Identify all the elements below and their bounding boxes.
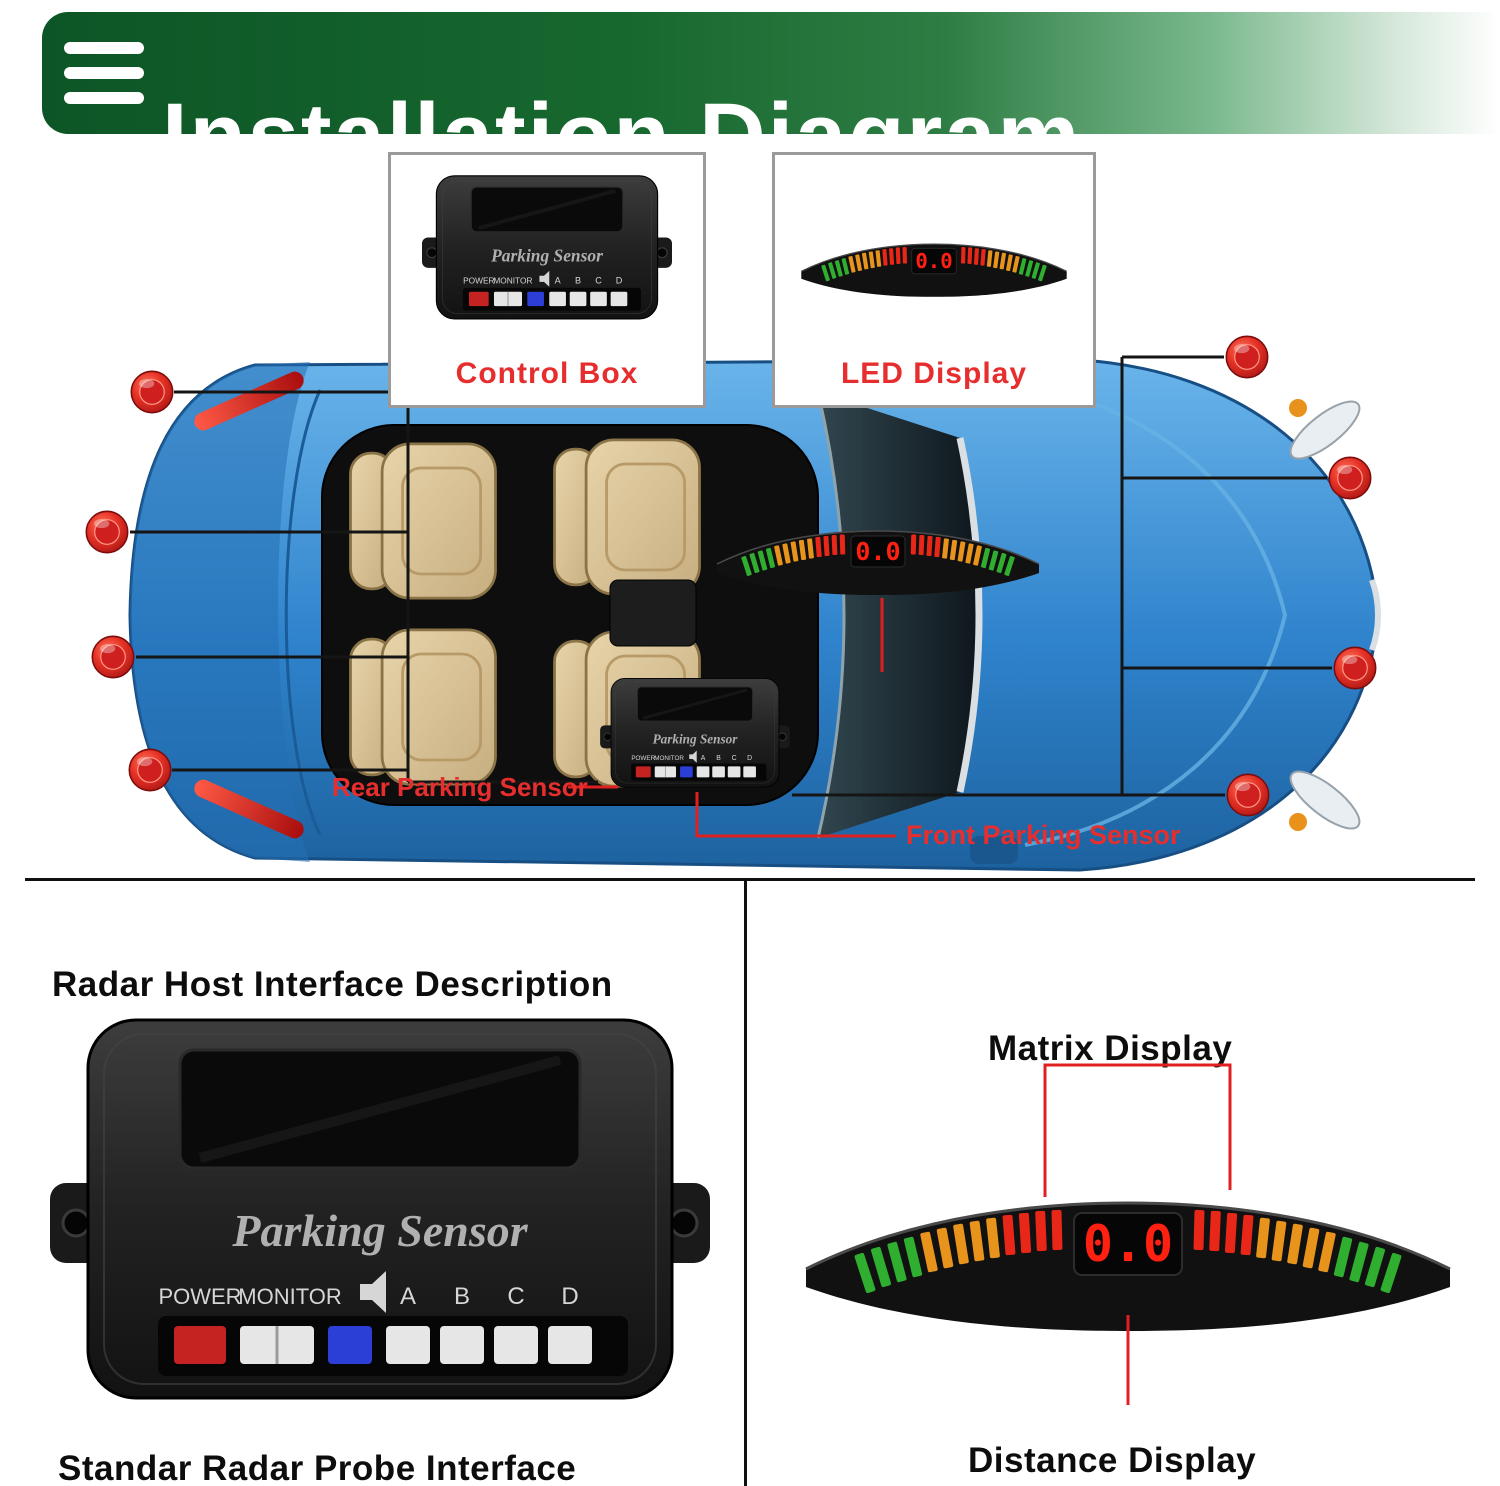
rear-sensor-2 — [85, 510, 129, 554]
rear-sensor-wiring — [130, 390, 598, 784]
rear-parking-sensor-label: Rear Parking Sensor — [332, 772, 588, 802]
front-sensor-4 — [1226, 773, 1270, 817]
center-console — [609, 579, 697, 647]
tail-light-right — [194, 779, 304, 839]
side-mirror-right — [970, 836, 1018, 864]
banner-band — [42, 12, 1500, 134]
windshield — [818, 392, 979, 838]
front-parking-sensor-label: Front Parking Sensor — [906, 820, 1181, 850]
rear-sensor-4 — [128, 748, 172, 792]
vertical-divider — [744, 881, 747, 1486]
front-sensor-wiring — [792, 355, 1332, 797]
menu-icon — [64, 42, 144, 104]
in-car-control-box — [600, 677, 790, 789]
front-seat-left — [553, 438, 701, 596]
led-display-detail — [804, 1063, 1452, 1405]
front-sensor-2 — [1328, 456, 1372, 500]
led-display-mini — [798, 235, 1070, 297]
control-box-inset: Control Box — [388, 152, 706, 408]
headlight-left — [1289, 400, 1361, 460]
car-trunk — [130, 362, 310, 862]
matrix-callout-bracket — [1043, 1063, 1232, 1197]
rear-seat-left — [349, 442, 497, 600]
led-display-label: LED Display — [840, 357, 1028, 390]
control-box-mini — [422, 171, 672, 323]
matrix-display-label: Matrix Display — [988, 1029, 1233, 1069]
horizontal-divider — [25, 878, 1475, 881]
front-sensor-1 — [1225, 335, 1269, 379]
rear-sensor-3 — [91, 635, 135, 679]
led-display-large — [804, 1201, 1452, 1331]
rear-sensor-1 — [130, 370, 174, 414]
car-top-view-diagram — [85, 335, 1381, 872]
front-sensor-3 — [1333, 646, 1377, 690]
front-label-line — [695, 792, 896, 838]
control-box-label: Control Box — [455, 357, 639, 390]
tail-light-left — [194, 371, 304, 431]
radar-host-device — [50, 1008, 710, 1408]
rear-seat-right — [349, 628, 497, 786]
headlight-right — [1289, 770, 1361, 830]
distance-display-label: Distance Display — [968, 1441, 1257, 1481]
host-interface-title: Radar Host Interface Description — [52, 965, 613, 1005]
probe-interface-title: Standar Radar Probe Interface — [58, 1449, 577, 1486]
led-display-inset: LED Display — [772, 152, 1096, 408]
